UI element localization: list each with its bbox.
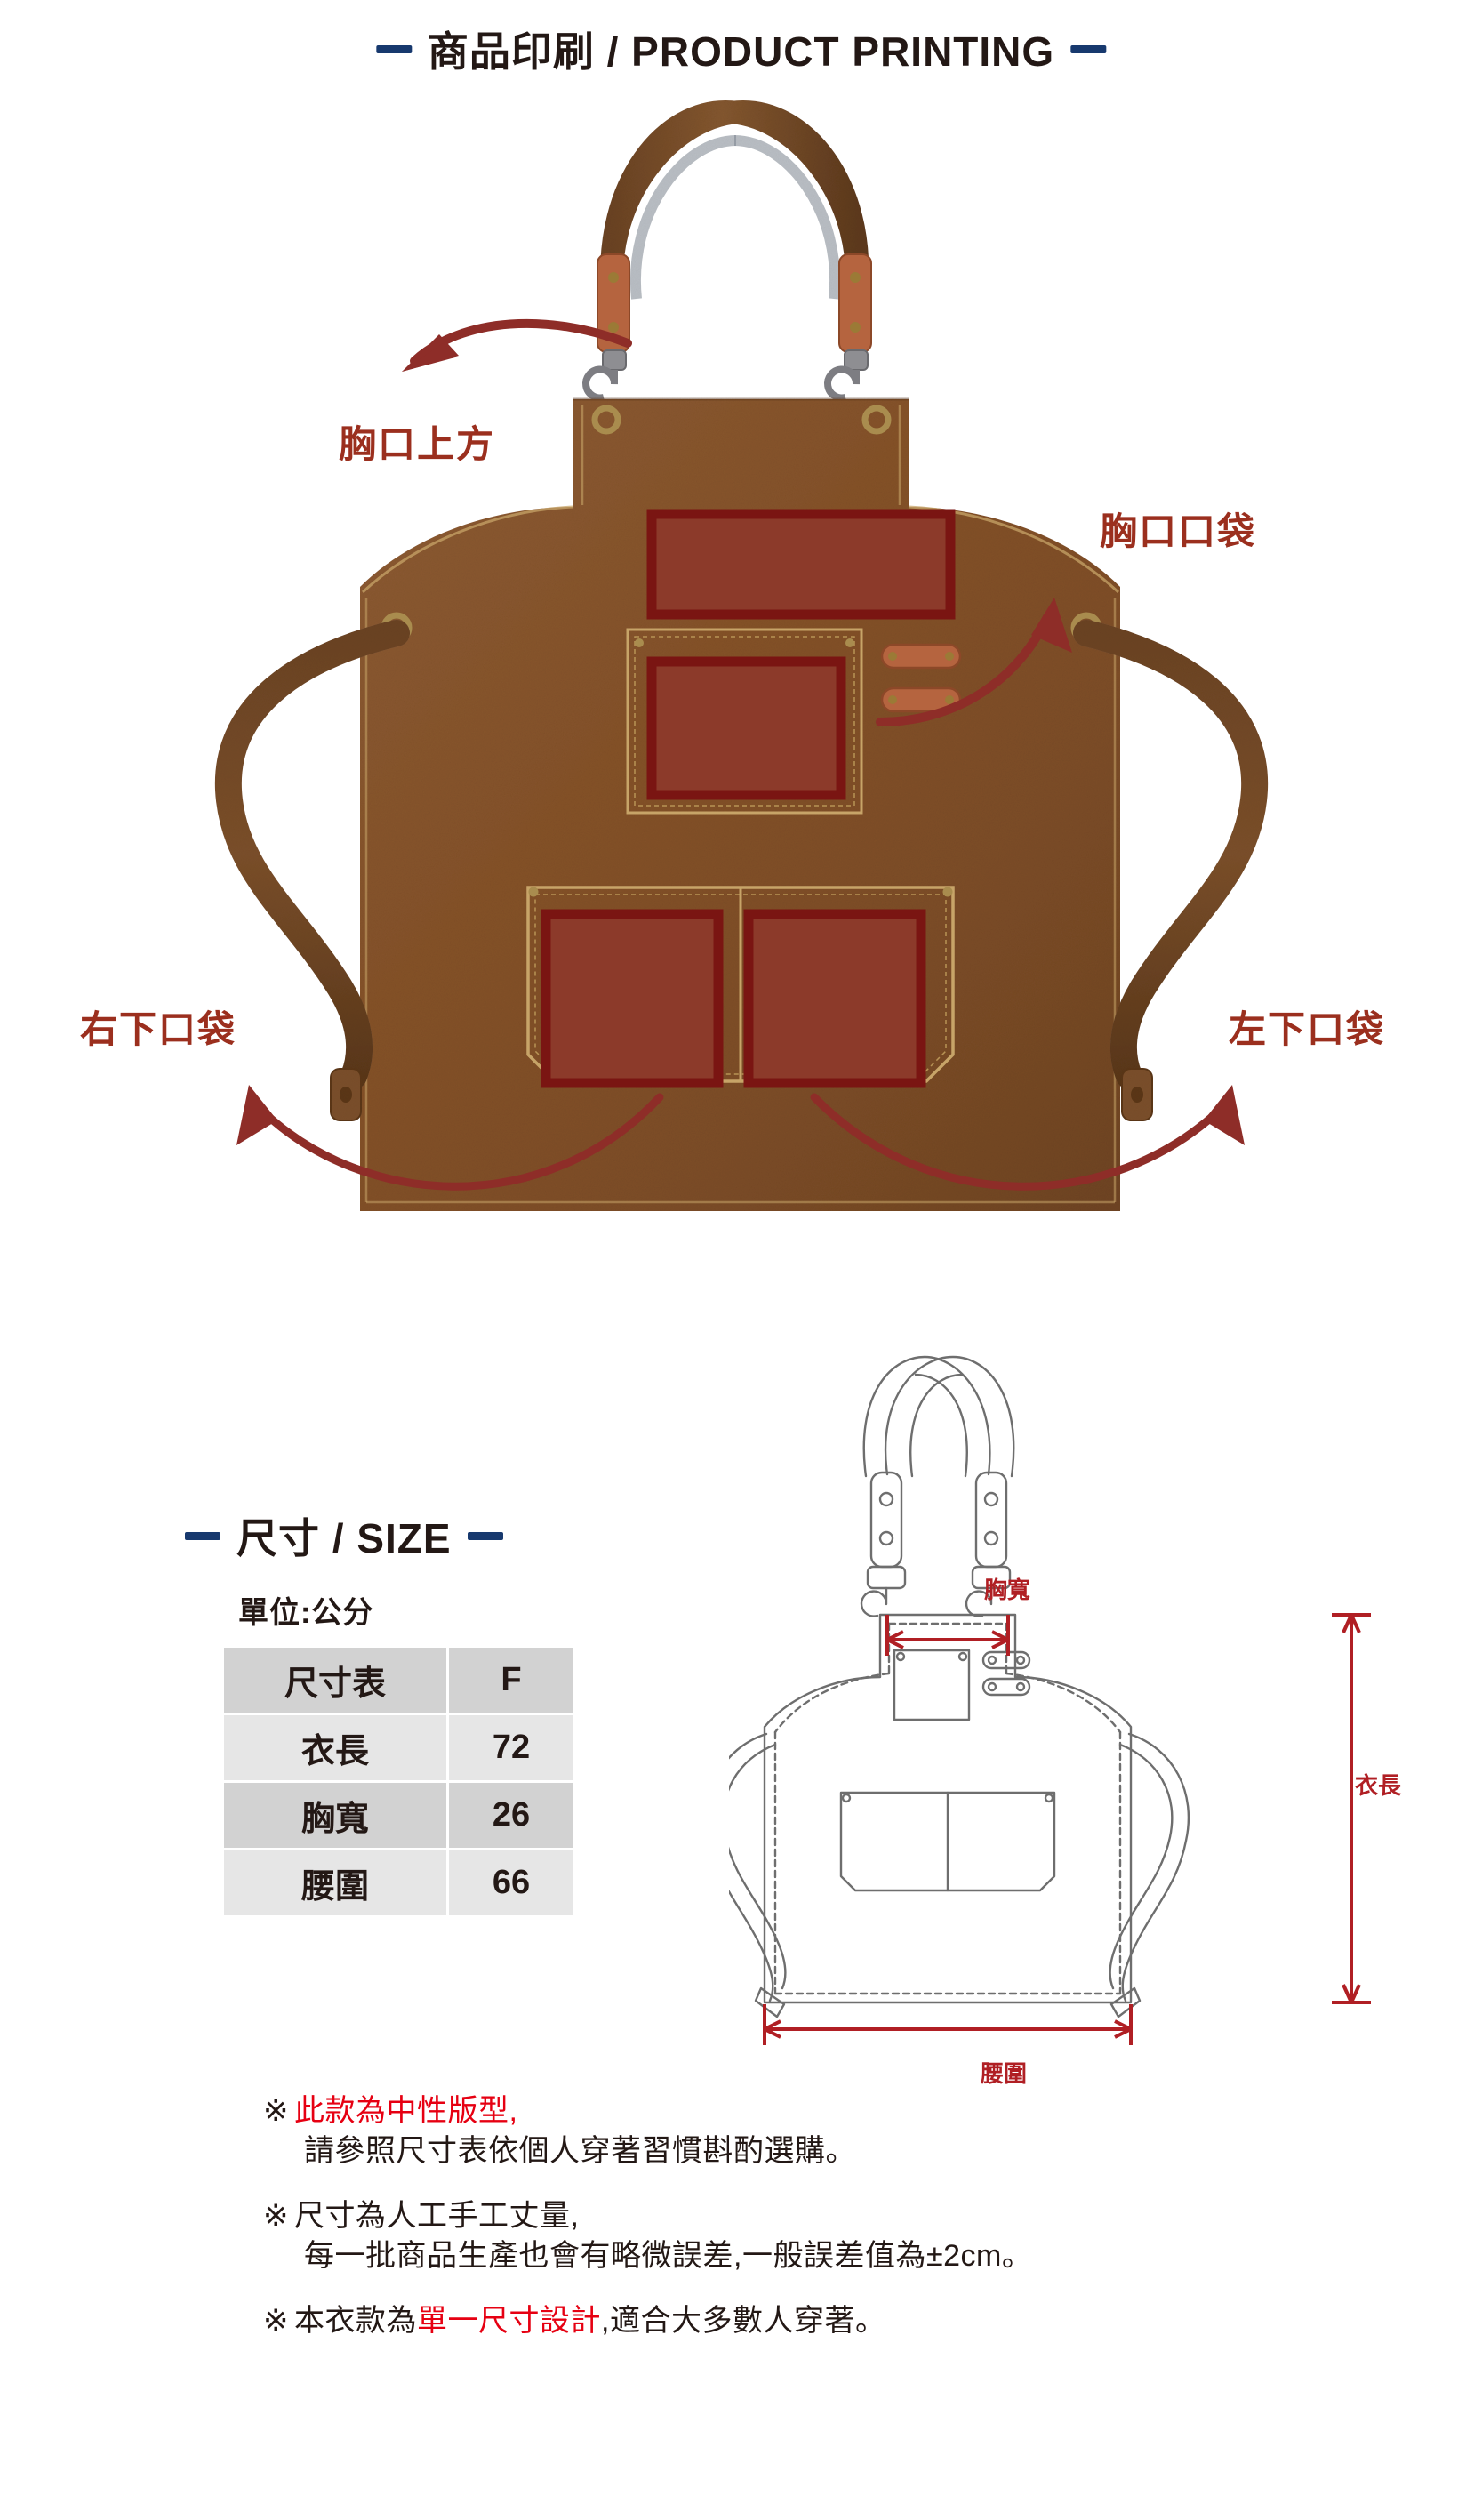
- dash-right-icon: [1070, 44, 1107, 53]
- note-3-pre: 本衣款為: [294, 2303, 417, 2338]
- strap-leather-tab-left: [597, 253, 630, 353]
- note-mark-icon: ※: [263, 2094, 289, 2128]
- dimension-label-waist: 腰圍: [981, 2060, 1028, 2087]
- table-header-size: F: [449, 1648, 573, 1713]
- size-unit-label: 單位:公分: [238, 1596, 374, 1630]
- waist-tie-left: [214, 620, 410, 1121]
- pen-loop-lower: [880, 686, 962, 713]
- note-mark-icon: ※: [263, 2303, 289, 2338]
- print-area-right-bottom-pocket: [541, 909, 724, 1088]
- table-header-row: 尺寸表 F: [224, 1648, 573, 1713]
- waist-tie-right: [1073, 620, 1269, 1121]
- callout-right-bottom-pocket: 右下口袋: [80, 1008, 237, 1050]
- size-table: 尺寸表 F 衣長 72 胸寬 26 腰圍 66: [221, 1645, 576, 1918]
- snap-hook-left: [582, 349, 627, 402]
- callout-left-bottom-pocket: 左下口袋: [1229, 1008, 1386, 1050]
- table-row: 腰圍 66: [224, 1850, 573, 1915]
- callout-arrows: [236, 318, 1245, 1191]
- section-header-size: 尺寸 / SIZE: [185, 1506, 503, 1565]
- section-title-size: 尺寸 / SIZE: [236, 1515, 452, 1561]
- note-3-red: 單一尺寸設計: [417, 2303, 601, 2338]
- note-3-post: ,適合大多數人穿著。: [601, 2303, 886, 2338]
- callout-chest-top: 胸口上方: [339, 423, 496, 465]
- note-mark-icon: ※: [263, 2198, 289, 2233]
- dimension-label-garment-length: 衣長: [1355, 1772, 1402, 1799]
- row-label-chest: 胸寬: [224, 1783, 446, 1848]
- callout-chest-pocket: 胸口口袋: [1100, 510, 1257, 552]
- section-title-printing: 商品印刷 / PRODUCT PRINTING: [427, 28, 1055, 75]
- technical-drawing: [705, 1343, 1476, 2081]
- note-1-line-1: 此款為中性版型,: [294, 2094, 518, 2128]
- row-label-length: 衣長: [224, 1715, 446, 1780]
- chest-pocket: [626, 628, 863, 815]
- note-neutral-fit: ※此款為中性版型, 請參照尺寸表依個人穿著習慣斟酌選購。: [263, 2091, 1241, 2171]
- print-area-chest-pocket: [646, 656, 846, 800]
- strap-leather-tab-right: [838, 253, 872, 353]
- dimension-lines: [763, 1613, 1371, 2045]
- note-1-line-2: 請參照尺寸表依個人穿著習慣斟酌選購。: [304, 2133, 856, 2168]
- note-one-size: ※本衣款為單一尺寸設計,適合大多數人穿著。: [263, 2301, 1241, 2341]
- pen-loop-upper: [880, 643, 962, 670]
- footnotes: ※此款為中性版型, 請參照尺寸表依個人穿著習慣斟酌選購。 ※尺寸為人工手工丈量,…: [263, 2091, 1241, 2365]
- row-value-chest: 26: [449, 1783, 573, 1848]
- lower-pocket-panel: [526, 886, 955, 1083]
- table-row: 衣長 72: [224, 1715, 573, 1780]
- row-label-waist: 腰圍: [224, 1850, 446, 1915]
- section-header-printing: 商品印刷 / PRODUCT PRINTING: [375, 20, 1107, 78]
- grommet-bib-right: [861, 405, 892, 435]
- grommet-bib-left: [591, 405, 621, 435]
- apron-photo: 胸口上方 胸口口袋 右下口袋 左下口袋: [0, 89, 1482, 1316]
- dimension-label-chest-width: 胸寬: [984, 1577, 1031, 1603]
- note-2-line-1: 尺寸為人工手工丈量,: [294, 2198, 580, 2233]
- print-area-chest-top: [646, 509, 956, 620]
- row-value-waist: 66: [449, 1850, 573, 1915]
- note-2-line-2: 每一批商品生產也會有略微誤差,一般誤差值為±2cm。: [304, 2238, 1033, 2273]
- table-row: 胸寬 26: [224, 1783, 573, 1848]
- apron-illustration: [214, 100, 1269, 1211]
- print-area-left-bottom-pocket: [743, 909, 926, 1088]
- row-value-length: 72: [449, 1715, 573, 1780]
- dash-left-icon: [375, 44, 412, 53]
- dash-left-icon: [185, 1531, 220, 1540]
- dash-right-icon: [467, 1531, 503, 1540]
- table-header-label: 尺寸表: [224, 1648, 446, 1713]
- snap-hook-right: [824, 349, 869, 402]
- note-manual-measure: ※尺寸為人工手工丈量, 每一批商品生產也會有略微誤差,一般誤差值為±2cm。: [263, 2196, 1241, 2276]
- apron-technical-sketch: [705, 1355, 1371, 2045]
- shoulder-straps: [599, 100, 869, 321]
